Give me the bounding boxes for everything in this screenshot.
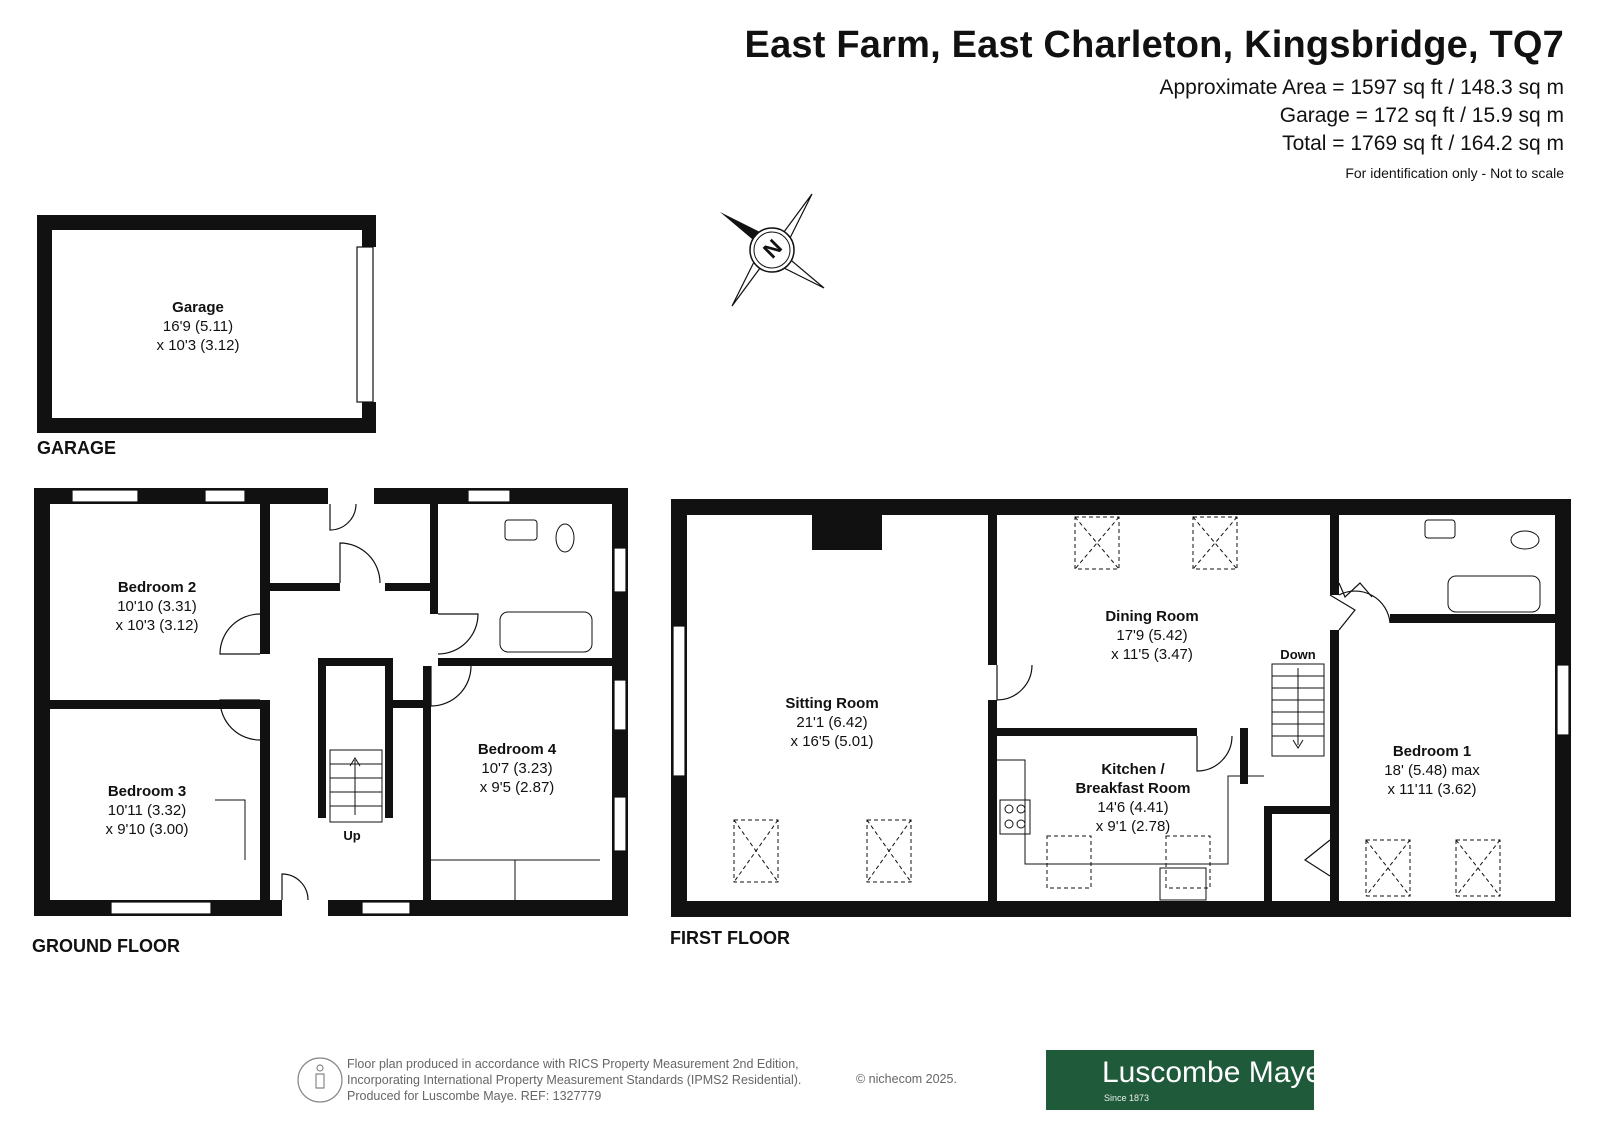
room-dims: 21'1 (6.42) [796,714,868,731]
property-title: East Farm, East Charleton, Kingsbridge, … [744,24,1564,66]
door-gaps [282,487,374,917]
room-dims: x 11'11 (3.62) [1387,781,1477,798]
stairs-down-label: Down [1280,647,1316,662]
room-dims: x 16'5 (5.01) [790,733,874,750]
room-bedroom-2: Bedroom 2 10'10 (3.31) x 10'3 (3.12) [116,578,199,635]
skylights [733,516,1501,897]
room-dims: x 10'3 (3.12) [156,337,240,354]
room-bedroom-4: Bedroom 4 10'7 (3.23) x 9'5 (2.87) [478,740,556,797]
stairs [329,663,1325,823]
room-dims: x 9'1 (2.78) [1095,818,1171,835]
floor-label-first: FIRST FLOOR [670,928,790,948]
windows [71,246,1570,915]
room-name: Sitting Room [785,695,879,712]
room-bedroom-1: Bedroom 1 18' (5.48) max x 11'11 (3.62) [1384,742,1479,799]
room-name: Bedroom 2 [117,579,197,596]
brand-since: Since 1873 [1104,1093,1150,1103]
room-dims: 10'10 (3.31) [117,598,197,615]
person-figure-icon [297,1057,343,1103]
fixtures [215,519,1541,901]
total-area: Total = 1769 sq ft / 164.2 sq m [1282,132,1564,155]
room-name: Breakfast Room [1075,780,1191,797]
room-name: Bedroom 3 [107,783,187,800]
room-name: Kitchen / [1101,761,1165,778]
compass-rose [720,193,825,307]
room-name: Garage [172,299,224,316]
room-garage: Garage 16'9 (5.11) x 10'3 (3.12) [157,298,240,355]
room-dims: 14'6 (4.41) [1097,799,1169,816]
brand-name: Luscombe Maye [1102,1056,1323,1089]
footer-line: Floor plan produced in accordance with R… [347,1057,799,1071]
room-dims: x 10'3 (3.12) [115,617,199,634]
ground-floor-walls [34,488,628,916]
garage-walls [37,215,376,433]
room-kitchen: Kitchen / Breakfast Room 14'6 (4.41) x 9… [1075,760,1190,836]
room-dims: x 11'5 (3.47) [1111,646,1193,663]
room-name: Bedroom 1 [1392,743,1472,760]
floor-label-garage: GARAGE [37,438,117,458]
room-dims: 18' (5.48) max [1384,762,1480,779]
floor-label-ground: GROUND FLOOR [32,936,180,956]
door-swings [219,503,1391,901]
footer-disclaimer: Floor plan produced in accordance with R… [347,1056,801,1104]
room-sitting-room: Sitting Room 21'1 (6.42) x 16'5 (5.01) [785,694,878,751]
room-dims: 17'9 (5.42) [1116,627,1188,644]
stairs-up-label: Up [343,828,361,843]
room-dims: 16'9 (5.11) [162,318,234,335]
room-dims: x 9'10 (3.00) [105,821,189,838]
brand-logo: Luscombe Maye Since 1873 [1046,1050,1322,1110]
room-dims: 10'11 (3.32) [107,802,187,819]
copyright: © nichecom 2025. [856,1072,957,1086]
room-dims: 10'7 (3.23) [481,760,553,777]
garage-area: Garage = 172 sq ft / 15.9 sq m [1279,104,1564,127]
room-bedroom-3: Bedroom 3 10'11 (3.32) x 9'10 (3.00) [106,782,189,839]
room-dims: x 9'5 (2.87) [479,779,555,796]
room-name: Bedroom 4 [477,741,557,758]
approximate-area: Approximate Area = 1597 sq ft / 148.3 sq… [1159,76,1565,99]
room-name: Dining Room [1105,608,1199,625]
footer-line: Produced for Luscombe Maye. REF: 1327779 [347,1089,602,1103]
room-dining-room: Dining Room 17'9 (5.42) x 11'5 (3.47) [1105,607,1198,664]
footer-line: Incorporating International Property Mea… [347,1073,802,1087]
scale-note: For identification only - Not to scale [1345,165,1564,181]
